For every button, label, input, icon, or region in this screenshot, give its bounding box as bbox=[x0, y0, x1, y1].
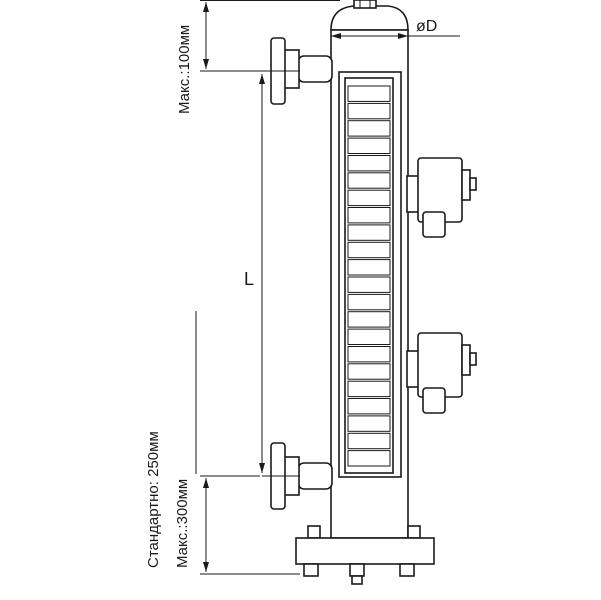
indicator-flap bbox=[347, 276, 391, 293]
indicator-flap bbox=[347, 85, 391, 102]
limit-switch-lower bbox=[406, 332, 477, 414]
indicator-flap bbox=[347, 172, 391, 189]
length-dimension: L bbox=[244, 74, 300, 477]
indicator-flap bbox=[347, 346, 391, 363]
indicator-flap bbox=[347, 137, 391, 155]
indicator-flap bbox=[347, 224, 391, 241]
indicator-flap bbox=[347, 328, 391, 346]
indicator-flap bbox=[347, 415, 391, 432]
indicator-column bbox=[338, 71, 402, 478]
length-label: L bbox=[244, 269, 254, 289]
indicator-flap bbox=[347, 293, 391, 311]
indicator-flap bbox=[347, 311, 391, 328]
indicator-flap bbox=[347, 363, 391, 380]
indicator-flap bbox=[347, 432, 391, 450]
bottom-dimension: Стандартно: 250мм Макс.:300мм bbox=[145, 311, 300, 575]
top-cap bbox=[330, 5, 409, 31]
indicator-flap bbox=[347, 189, 391, 207]
top-max-label: Макс.:100мм bbox=[176, 25, 193, 114]
indicator-flap bbox=[347, 398, 391, 415]
indicator-flap bbox=[347, 102, 391, 120]
diameter-dimension: øD bbox=[331, 18, 460, 39]
indicator-flap bbox=[347, 120, 391, 137]
indicator-flap bbox=[347, 155, 391, 172]
bottom-max-label: Макс.:300мм bbox=[174, 479, 191, 568]
indicator-flap bbox=[347, 259, 391, 276]
top-plug bbox=[353, 0, 377, 9]
top-max-dimension: Макс.:100мм bbox=[176, 0, 335, 114]
bottom-standard-label: Стандартно: 250мм bbox=[145, 431, 162, 568]
indicator-flap bbox=[347, 450, 391, 467]
lower-connection bbox=[270, 442, 333, 510]
indicator-flap bbox=[347, 241, 391, 259]
diameter-label: øD bbox=[416, 18, 437, 35]
indicator-flap bbox=[347, 207, 391, 224]
limit-switch-upper bbox=[406, 157, 477, 238]
bottom-flange bbox=[295, 525, 435, 585]
indicator-flap bbox=[347, 380, 391, 398]
